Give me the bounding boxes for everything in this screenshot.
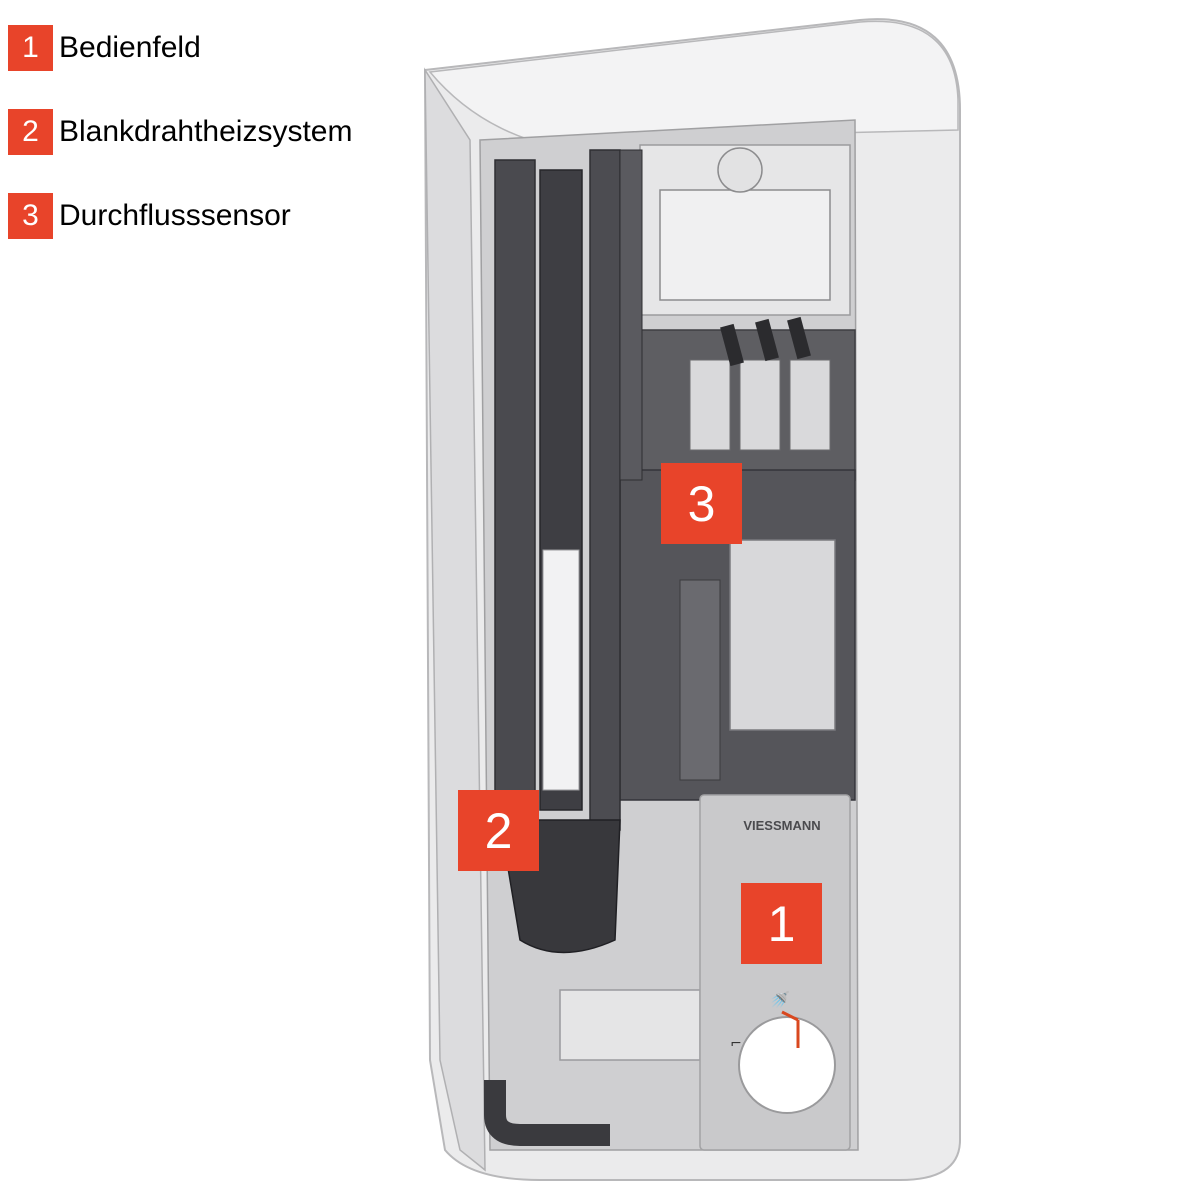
dial-pointer-top (781, 1010, 799, 1022)
heater-tube-far-right (619, 149, 643, 481)
legend-badge-2: 2 (8, 109, 53, 155)
legend-badge-3: 3 (8, 193, 53, 239)
legend: 1 Bedienfeld 2 Blankdrahtheizsystem 3 Du… (8, 24, 352, 276)
cable-2 (755, 318, 779, 362)
terminal-3 (789, 359, 831, 451)
callout-2: 2 (458, 790, 539, 871)
heater-tube-back (494, 159, 536, 861)
cable-3 (787, 316, 811, 360)
electronics-panel (729, 539, 836, 731)
legend-item-bedienfeld: 1 Bedienfeld (8, 24, 352, 72)
tap-icon: ⌐ (730, 1036, 742, 1052)
upper-bracket-box (659, 189, 831, 301)
legend-label-3: Durchflusssensor (59, 199, 291, 232)
shower-icon: 🚿 (770, 990, 790, 1009)
legend-badge-1: 1 (8, 25, 53, 71)
callout-1: 1 (741, 883, 822, 964)
callout-3: 3 (661, 463, 742, 544)
dial-knob-icon (738, 1016, 836, 1114)
housing-left-wall (424, 67, 486, 1172)
heater-tube-right (589, 149, 621, 831)
lower-bracket (559, 989, 701, 1061)
heater-tube-white-section (542, 549, 580, 791)
electronics-cooling-fins (679, 579, 721, 781)
legend-item-blankdraht: 2 Blankdrahtheizsystem (8, 108, 352, 156)
terminal-1 (689, 359, 731, 451)
brand-logo: VIESSMANN (743, 818, 820, 833)
housing-top-cap (428, 20, 959, 141)
legend-label-2: Blankdrahtheizsystem (59, 115, 353, 148)
upper-valve (717, 147, 763, 193)
legend-item-durchfluss: 3 Durchflusssensor (8, 192, 352, 240)
cable-1 (720, 323, 744, 367)
lower-pipe (484, 1080, 610, 1146)
terminal-2 (739, 359, 781, 451)
legend-label-1: Bedienfeld (59, 31, 201, 64)
